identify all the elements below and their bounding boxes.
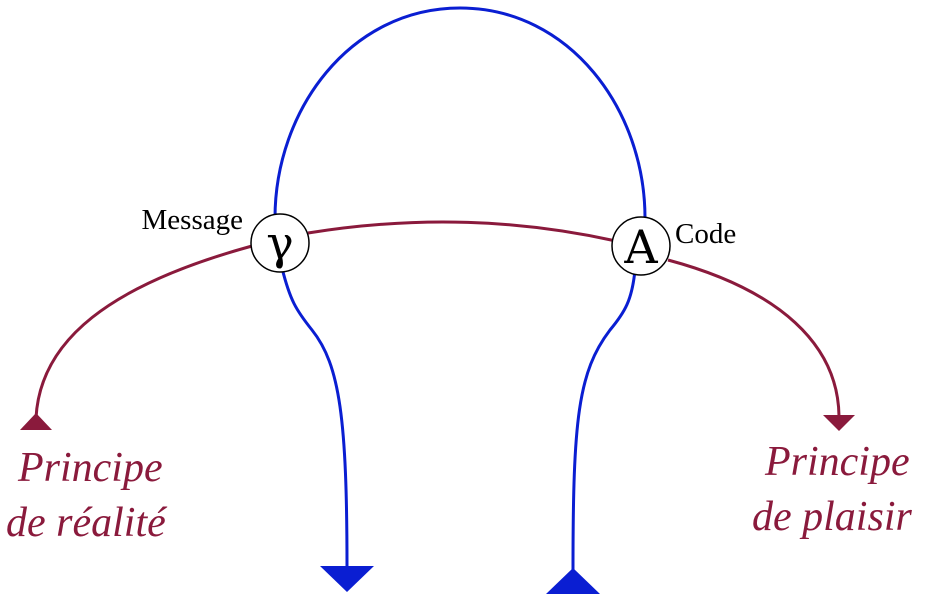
code-node bbox=[611, 216, 671, 276]
maroon-down-arrowhead bbox=[823, 415, 855, 431]
blue-right-ascent bbox=[571, 269, 637, 571]
blue-left-descent bbox=[280, 267, 349, 569]
maroon-up-arrowhead bbox=[20, 413, 52, 430]
maroon-right-arc bbox=[667, 258, 841, 417]
message-node bbox=[250, 213, 310, 273]
maroon-middle-arc bbox=[307, 220, 617, 243]
blue-down-arrowhead bbox=[320, 566, 374, 592]
code-node-label: Code bbox=[675, 218, 736, 250]
blue-up-arrowhead bbox=[546, 568, 600, 594]
pleasure-principle-line2: de plaisir bbox=[752, 494, 912, 540]
maroon-left-arc bbox=[34, 244, 253, 419]
reality-principle-line2: de réalité bbox=[6, 500, 168, 546]
message-node-label: Message bbox=[142, 204, 243, 236]
reality-principle-line1: Principe bbox=[17, 445, 163, 491]
message-node-symbol: γ bbox=[266, 216, 294, 270]
blue-top-arc bbox=[273, 6, 647, 219]
code-node-symbol: A bbox=[623, 220, 658, 274]
pleasure-principle-line1: Principe bbox=[764, 439, 910, 485]
